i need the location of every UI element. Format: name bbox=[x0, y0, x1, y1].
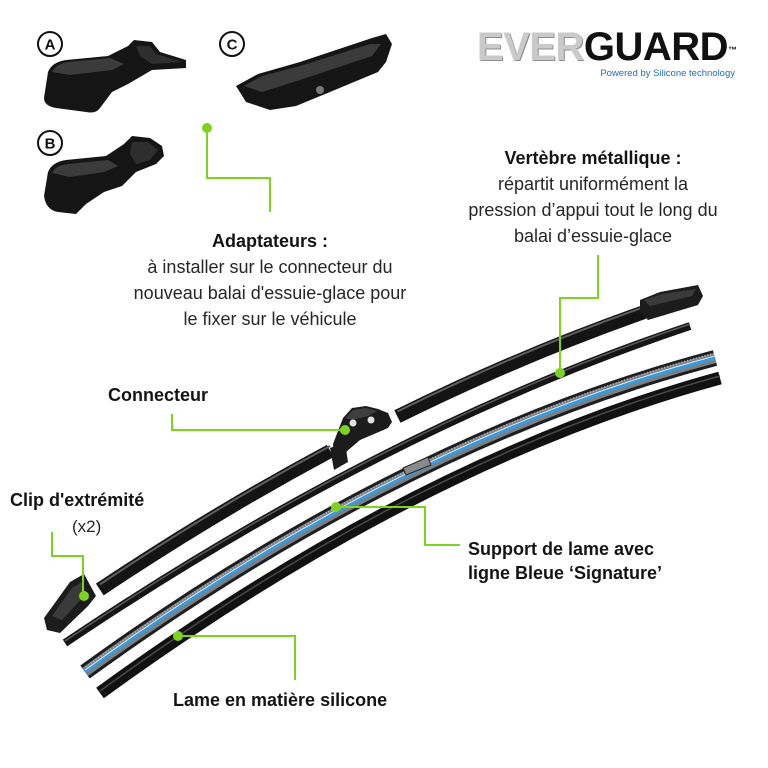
adapters-group: A B C bbox=[37, 31, 392, 214]
silicone-blade bbox=[96, 371, 722, 699]
silicone-blade-body bbox=[96, 371, 722, 699]
everguard-logo: EVERGUARD™ bbox=[477, 25, 737, 69]
clip-title: Clip d'extrémité bbox=[10, 490, 145, 510]
metal-vertebra bbox=[62, 322, 692, 647]
end-clip-right bbox=[640, 285, 703, 320]
metal-vertebra-body bbox=[62, 322, 692, 647]
blade-support-center-clip bbox=[402, 456, 432, 476]
adaptateurs-line-3: le fixer sur le véhicule bbox=[183, 309, 357, 329]
vertebre-line-2: pression d’appui tout le long du bbox=[468, 200, 718, 220]
blade-support bbox=[80, 350, 718, 679]
lame-leader-line bbox=[178, 635, 296, 680]
adapter-a: A bbox=[37, 31, 186, 113]
adaptateurs-title: Adaptateurs : bbox=[211, 231, 328, 251]
connector-top-face bbox=[345, 408, 377, 420]
connecteur-leader-line bbox=[171, 414, 345, 431]
lame-dot bbox=[173, 631, 183, 641]
adapter-c-hole bbox=[316, 86, 324, 94]
vertebre-line-3: balai d’essuie-glace bbox=[513, 226, 673, 246]
adaptateurs-dot bbox=[202, 123, 212, 133]
adapter-a-tongue-face bbox=[136, 46, 182, 64]
logo-trademark: ™ bbox=[728, 45, 737, 55]
blade-exploded-view bbox=[44, 285, 722, 699]
adapter-c-top-face bbox=[244, 44, 381, 92]
spoiler-right-segment bbox=[394, 305, 647, 423]
support-dot bbox=[331, 502, 341, 512]
end-clip-right-face bbox=[644, 289, 696, 306]
spoiler-left-highlight bbox=[99, 445, 331, 586]
adapter-b-top-face bbox=[52, 160, 118, 177]
connector-hole-right bbox=[367, 416, 375, 424]
spoiler-left-segment bbox=[95, 444, 334, 596]
vertebre-dot bbox=[555, 368, 565, 378]
adapter-a-label: A bbox=[45, 37, 56, 54]
vertebre-title: Vertèbre métallique : bbox=[504, 148, 682, 168]
support-callout: Support de lame avec ligne Bleue ‘Signat… bbox=[468, 537, 662, 585]
lame-title: Lame en matière silicone bbox=[173, 690, 388, 710]
adapter-b: B bbox=[37, 130, 164, 214]
adaptateurs-leader-line bbox=[206, 128, 271, 212]
vertebre-leader-line bbox=[559, 255, 599, 373]
adapter-a-body bbox=[44, 40, 186, 113]
connector bbox=[330, 406, 392, 470]
connecteur-title: Connecteur bbox=[108, 385, 209, 405]
connector-body bbox=[333, 406, 392, 458]
spoiler-right-highlight bbox=[396, 306, 645, 413]
adapter-a-top-face bbox=[52, 58, 124, 75]
logo-guard: GUARD bbox=[583, 25, 729, 69]
adapter-a-label-circle bbox=[37, 31, 63, 57]
signature-blue-highlight bbox=[84, 355, 716, 671]
vertebre-callout: Vertèbre métallique : répartit uniformém… bbox=[433, 145, 753, 249]
blade-support-serration bbox=[85, 352, 717, 668]
signature-blue-line bbox=[83, 356, 716, 674]
adapter-c: C bbox=[219, 31, 392, 110]
end-clip-left-face bbox=[52, 582, 86, 620]
adaptateurs-callout: Adaptateurs : à installer sur le connect… bbox=[70, 228, 470, 332]
support-line-1: Support de lame avec bbox=[468, 539, 655, 559]
adapter-c-label-circle bbox=[219, 31, 245, 57]
connector-hole-left bbox=[349, 419, 357, 427]
clip-leader-line bbox=[51, 532, 84, 596]
clip-note: (x2) bbox=[72, 517, 102, 536]
adaptateurs-line-2: nouveau balai d'essuie-glace pour bbox=[133, 283, 407, 303]
adaptateurs-line-1: à installer sur le connecteur du bbox=[147, 257, 393, 277]
clip-dot bbox=[79, 591, 89, 601]
support-leader-line bbox=[336, 506, 460, 546]
vertebre-line-1: répartit uniformément la bbox=[497, 174, 689, 194]
spoiler-frame bbox=[95, 305, 647, 596]
metal-vertebra-highlight bbox=[64, 323, 691, 642]
callout-lines bbox=[51, 123, 599, 680]
adapter-b-label: B bbox=[45, 136, 56, 153]
silicone-blade-ridge bbox=[99, 375, 721, 692]
support-line-2: ligne Bleue ‘Signature’ bbox=[468, 563, 663, 583]
logo-ever: EVER bbox=[476, 25, 584, 69]
adapter-b-label-circle bbox=[37, 130, 63, 156]
connecteur-dot bbox=[340, 425, 350, 435]
adapter-b-clip-face bbox=[130, 142, 158, 164]
adapter-c-label: C bbox=[227, 37, 238, 54]
logo-tagline: Powered by Silicone technology bbox=[600, 68, 735, 79]
